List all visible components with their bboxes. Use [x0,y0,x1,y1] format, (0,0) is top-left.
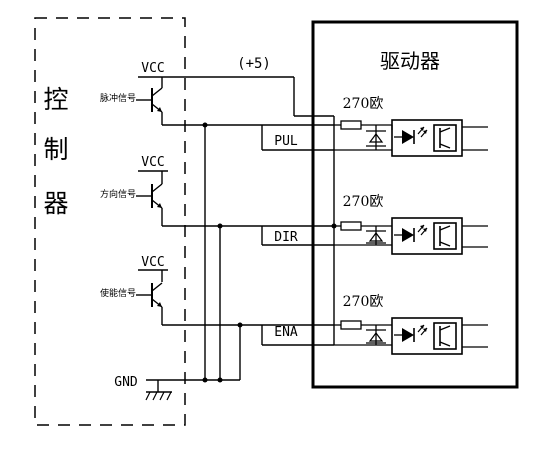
driver-box [311,20,519,389]
pul-label: PUL [274,134,298,149]
resistor-label-2: 270欧 [343,194,384,210]
gnd-label: GND [114,375,138,390]
transistor-label-2: 方向信号 [100,188,136,200]
driver-channel-1 [334,119,488,157]
controller-title-1: 控 [43,85,68,114]
vcc-label-1: VCC [141,61,164,76]
vcc-label-2: VCC [141,155,164,170]
plus5-label: (+5) [237,56,271,72]
vcc-label-3: VCC [141,255,164,270]
transistor-2 [135,183,163,209]
transistor-label-1: 脉冲信号 [100,92,136,104]
resistor-label-3: 270欧 [343,294,384,310]
controller-box [34,17,186,426]
controller-title-3: 器 [43,189,68,218]
transistor-3 [135,282,163,308]
dir-label: DIR [274,230,298,245]
driver-title: 驱动器 [380,49,440,73]
controller-title-2: 制 [43,135,68,164]
driver-channel-2 [334,217,488,255]
ena-label: ENA [274,325,298,340]
resistor-label-1: 270欧 [343,96,384,112]
transistor-label-3: 使能信号 [100,287,136,299]
transistor-1 [135,87,163,113]
driver-channel-3 [334,317,488,355]
